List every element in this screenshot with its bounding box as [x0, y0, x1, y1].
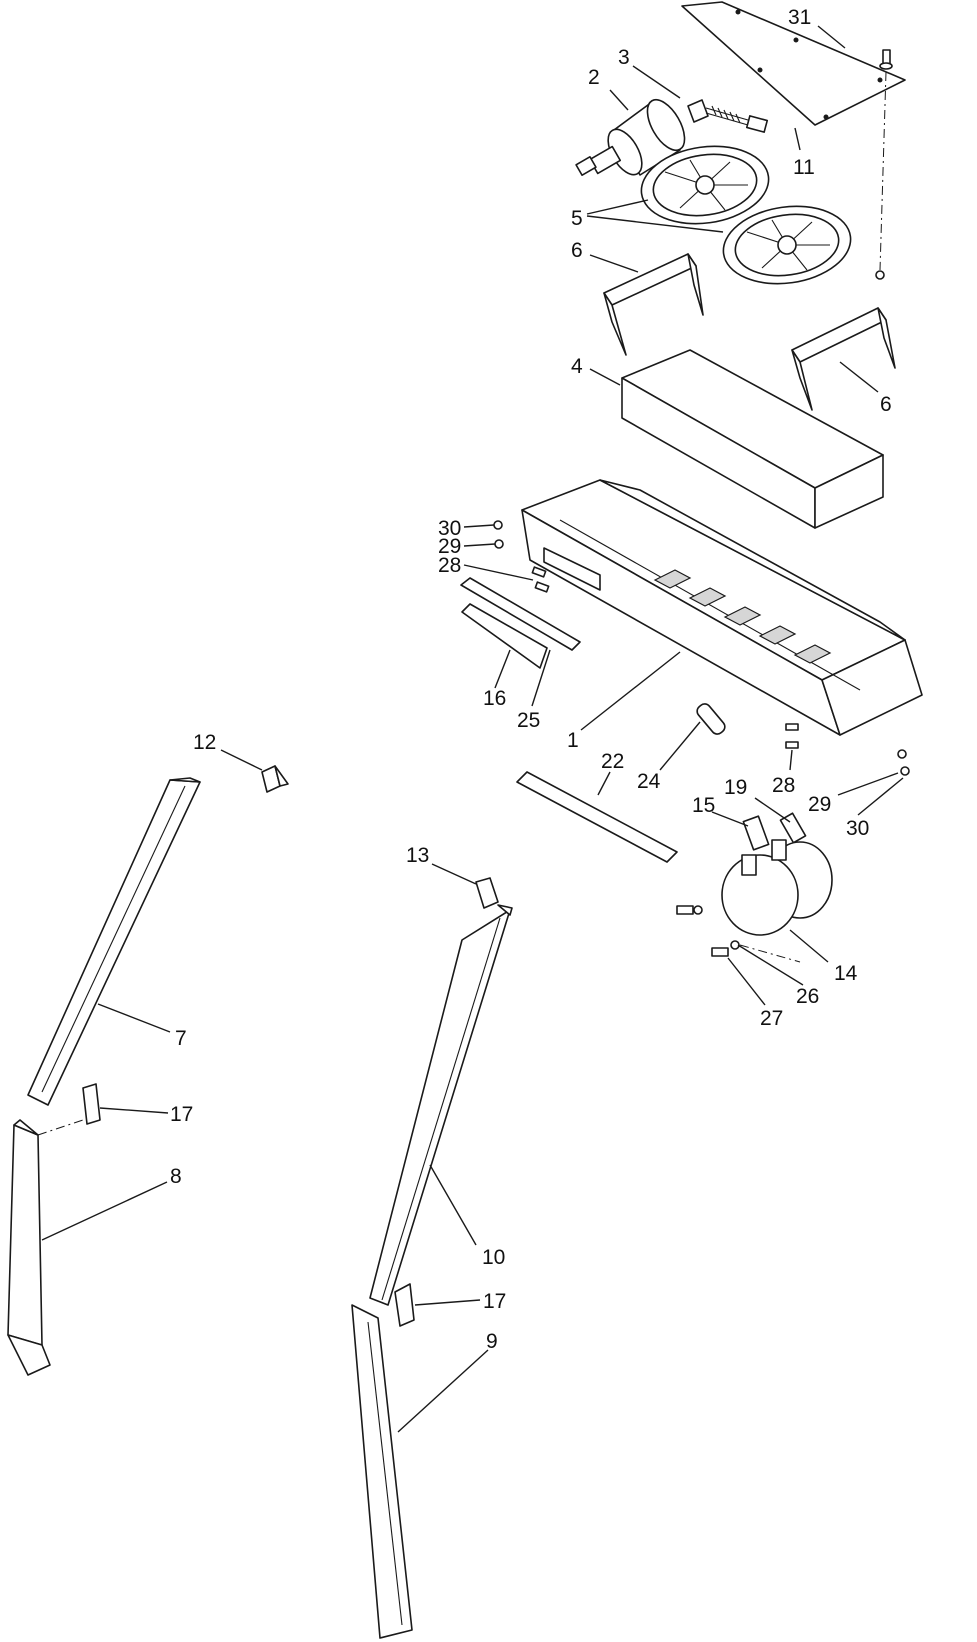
callout-7: 7 [175, 1027, 187, 1050]
callout-28: 28 [438, 554, 461, 577]
callout-31: 31 [788, 6, 811, 29]
callout-17: 17 [483, 1290, 506, 1313]
foam-strip [460, 577, 581, 651]
callout-15: 15 [692, 794, 715, 817]
wire-harness [687, 99, 769, 133]
filter-pad [461, 603, 548, 669]
callouts: 31 2 3 11 5 6 6 4 30 29 28 16 25 1 12 22… [170, 6, 892, 1353]
fan-lower [722, 205, 852, 285]
fitting-15 [742, 815, 770, 851]
callout-6: 6 [880, 393, 892, 416]
clip-12 [261, 765, 289, 793]
main-housing [521, 479, 923, 736]
callout-28: 28 [772, 774, 795, 797]
callout-24: 24 [637, 770, 661, 793]
callout-12: 12 [193, 731, 216, 754]
filter-canister [575, 98, 686, 176]
bracket-left [603, 253, 704, 356]
callout-2: 2 [588, 66, 600, 89]
callout-26: 26 [796, 985, 819, 1008]
bracket-13 [475, 877, 499, 909]
callout-8: 8 [170, 1165, 182, 1188]
callout-22: 22 [601, 750, 624, 773]
leader-lines [41, 25, 904, 1433]
rail-7 [27, 777, 201, 1106]
callout-17: 17 [170, 1103, 193, 1126]
callout-3: 3 [618, 46, 630, 69]
rail-9 [351, 1304, 413, 1639]
callout-25: 25 [517, 709, 540, 732]
callout-29: 29 [808, 793, 831, 816]
callout-29: 29 [438, 535, 461, 558]
filter-block [621, 349, 884, 529]
tab-17-left [82, 1083, 101, 1125]
hardware-right [785, 723, 910, 776]
rail-10 [369, 904, 513, 1306]
callout-6: 6 [571, 239, 583, 262]
callout-9: 9 [486, 1330, 498, 1353]
fan-upper [640, 145, 770, 225]
callout-30: 30 [438, 517, 461, 540]
callout-14: 14 [834, 962, 858, 985]
callout-27: 27 [760, 1007, 783, 1030]
bracket-right [791, 307, 896, 411]
callout-16: 16 [483, 687, 506, 710]
rail-8 [7, 1119, 51, 1376]
callout-30: 30 [846, 817, 869, 840]
callout-4: 4 [571, 355, 583, 378]
tab-17-right [394, 1283, 415, 1327]
callout-1: 1 [567, 729, 579, 752]
fitting-19 [779, 812, 807, 844]
callout-10: 10 [482, 1246, 505, 1269]
screw [879, 49, 893, 70]
callout-19: 19 [724, 776, 747, 799]
gasket [516, 771, 678, 863]
callout-5: 5 [571, 207, 583, 230]
hardware-left [493, 520, 550, 593]
pump [721, 839, 833, 936]
top-plate [681, 1, 906, 126]
callout-13: 13 [406, 844, 429, 867]
callout-11: 11 [793, 156, 815, 179]
tube [696, 703, 726, 735]
